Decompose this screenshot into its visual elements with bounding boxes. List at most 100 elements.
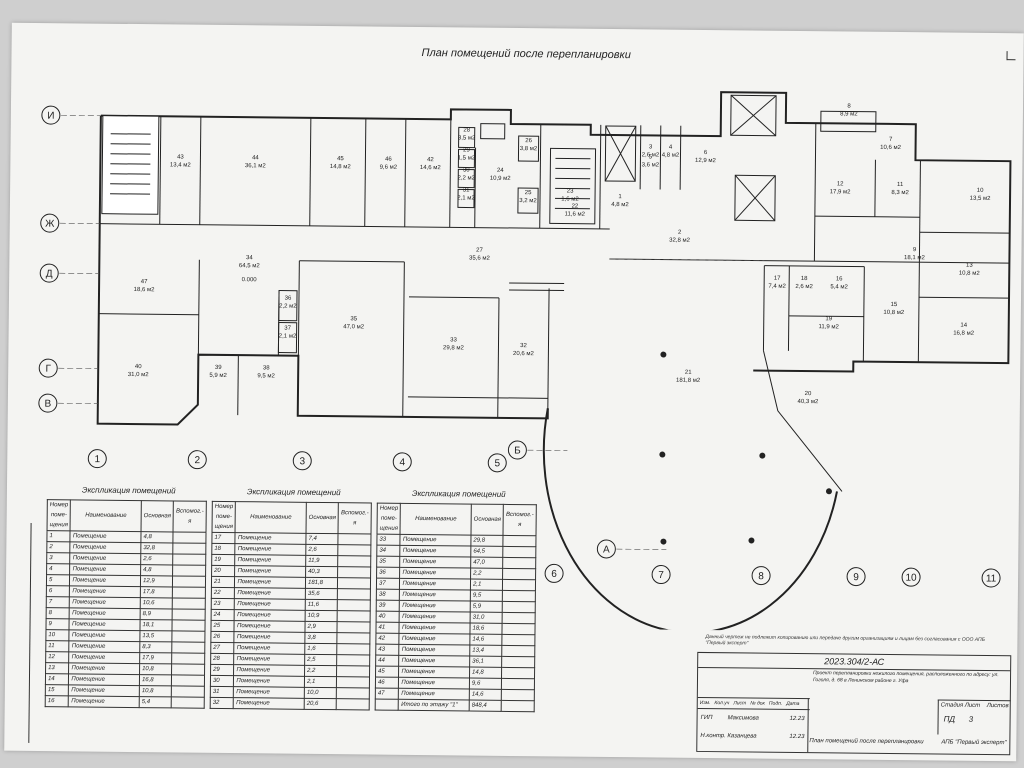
cell-aux-area bbox=[172, 564, 206, 577]
room-number: 28 bbox=[463, 127, 470, 133]
axis-number: 9 bbox=[853, 572, 859, 583]
total-value: 848,4 bbox=[469, 700, 502, 712]
cell-name: Помещение bbox=[234, 620, 306, 633]
room-number: 44 bbox=[252, 155, 259, 161]
cell-number: 31 bbox=[210, 686, 234, 698]
room-area: 9,6 м2 bbox=[380, 165, 398, 171]
cell-number: 14 bbox=[45, 673, 69, 685]
room-number: 37 bbox=[284, 326, 291, 332]
cell-number: 18 bbox=[211, 543, 236, 555]
room-area: 5,9 м2 bbox=[209, 373, 227, 379]
cell-aux-area bbox=[502, 645, 535, 657]
room-number: 13 bbox=[966, 263, 973, 269]
cell-number: 45 bbox=[375, 666, 400, 678]
room-area: 2,1 м2 bbox=[279, 334, 297, 340]
stamp-project: Проект перепланировки нежилого помещения… bbox=[812, 670, 999, 685]
room-area: 2,2 м2 bbox=[279, 304, 297, 310]
col-main: Основная bbox=[470, 504, 504, 536]
cell-number: 15 bbox=[45, 684, 69, 696]
cell-aux-area bbox=[171, 652, 205, 665]
cell-main-area: 36,1 bbox=[469, 656, 503, 668]
cell-main-area: 10,8 bbox=[139, 685, 172, 697]
sheet-value: 3 bbox=[968, 714, 974, 724]
room-area: 3,2 м2 bbox=[519, 198, 537, 204]
stamp-code: 2023.304/2-АС bbox=[698, 652, 1011, 672]
cell-name: Помещение bbox=[234, 576, 306, 589]
room-number: 5 bbox=[649, 154, 653, 160]
cell-main-area: 7,4 bbox=[305, 533, 339, 545]
axis-number: 8 bbox=[758, 571, 764, 582]
cell-number: 10 bbox=[45, 629, 70, 641]
cell-aux-area bbox=[502, 557, 536, 569]
axis-number: 2 bbox=[194, 455, 200, 466]
cell-name: Помещение bbox=[69, 596, 141, 609]
axis-letter: А bbox=[603, 544, 610, 555]
cell-number: 4 bbox=[46, 563, 71, 575]
room-number: 47 bbox=[141, 279, 148, 285]
cell-aux-area bbox=[172, 630, 205, 643]
cell-number: 26 bbox=[210, 631, 235, 643]
axis-number: 4 bbox=[399, 457, 405, 468]
room-area: 3,8 м2 bbox=[520, 146, 538, 152]
cell-number: 7 bbox=[46, 596, 70, 608]
cell-aux-area bbox=[337, 632, 370, 645]
sheet-title: План помещений после перепланировки bbox=[809, 738, 924, 746]
cell-aux-area bbox=[337, 643, 370, 656]
cell-number: 35 bbox=[376, 556, 401, 568]
cell-main-area: 31,0 bbox=[470, 612, 503, 624]
col-aux: Вспомог.-я bbox=[338, 502, 372, 535]
cell-number: 42 bbox=[375, 633, 400, 645]
cell-number: 28 bbox=[210, 653, 235, 665]
room-area: 8,3 м2 bbox=[891, 190, 909, 196]
explication-caption-1: Экспликация помещений bbox=[81, 485, 176, 496]
cell-number: 32 bbox=[210, 697, 234, 709]
room-number: 14 bbox=[960, 323, 967, 329]
cell-main-area: 14,6 bbox=[469, 634, 503, 646]
cell-name: Помещение bbox=[69, 607, 141, 620]
room-number: 4 bbox=[669, 145, 673, 151]
room-number: 29 bbox=[463, 147, 470, 153]
room-number: 16 bbox=[836, 276, 843, 282]
cell-main-area: 2,6 bbox=[305, 544, 339, 556]
axis-letter: Д bbox=[46, 269, 53, 280]
room-area: 13,4 м2 bbox=[170, 162, 192, 168]
cell-name: Помещение bbox=[233, 675, 305, 688]
cell-name: Помещение bbox=[235, 532, 307, 545]
cell-name: Помещение bbox=[234, 631, 305, 644]
cell-main-area: 32,8 bbox=[140, 542, 174, 554]
room-area: 16,8 м2 bbox=[953, 331, 975, 337]
room-area: 18,6 м2 bbox=[134, 287, 156, 293]
cell-main-area: 20,6 bbox=[304, 698, 337, 710]
room-area: 4,8 м2 bbox=[611, 202, 629, 208]
room-area: 64,5 м2 bbox=[239, 263, 261, 269]
stamp-columns: Изм. Кол.уч Лист № док Подп. Дата bbox=[697, 696, 810, 711]
cell-main-area: 2,2 bbox=[304, 665, 337, 677]
ncontr-date: 12.23 bbox=[789, 733, 805, 741]
cell-name: Помещение bbox=[400, 556, 471, 569]
cell-aux-area bbox=[171, 674, 205, 687]
cell-number: 44 bbox=[375, 655, 400, 667]
cell-number: 20 bbox=[211, 565, 236, 577]
col-aux: Вспомог.-я bbox=[503, 504, 537, 536]
cell-name: Помещение bbox=[233, 664, 305, 677]
cell-name: Помещение bbox=[399, 622, 471, 635]
cell-main-area: 35,6 bbox=[305, 588, 338, 600]
cell-aux-area bbox=[502, 579, 536, 591]
cell-number: 41 bbox=[375, 622, 400, 634]
cell-number: 6 bbox=[46, 585, 70, 597]
cell-aux-area bbox=[337, 566, 371, 579]
cell-main-area: 10,9 bbox=[305, 610, 338, 622]
ncontr-label: Н.контр. bbox=[700, 732, 726, 740]
gip-date: 12.23 bbox=[789, 715, 805, 723]
room-area: 181,8 м2 bbox=[676, 378, 701, 384]
cell-number: 23 bbox=[211, 598, 235, 610]
cell-name: Помещение bbox=[399, 578, 471, 591]
cell-main-area: 64,5 bbox=[470, 546, 504, 558]
cell-name: Помещение bbox=[70, 563, 141, 576]
cell-number: 8 bbox=[46, 607, 70, 619]
axis-letter: Г bbox=[45, 364, 51, 375]
axis-number: 7 bbox=[658, 570, 664, 581]
explication-table-1: Номер поме-щения Наименование Основная В… bbox=[45, 499, 207, 709]
cell-name: Помещение bbox=[399, 644, 470, 657]
